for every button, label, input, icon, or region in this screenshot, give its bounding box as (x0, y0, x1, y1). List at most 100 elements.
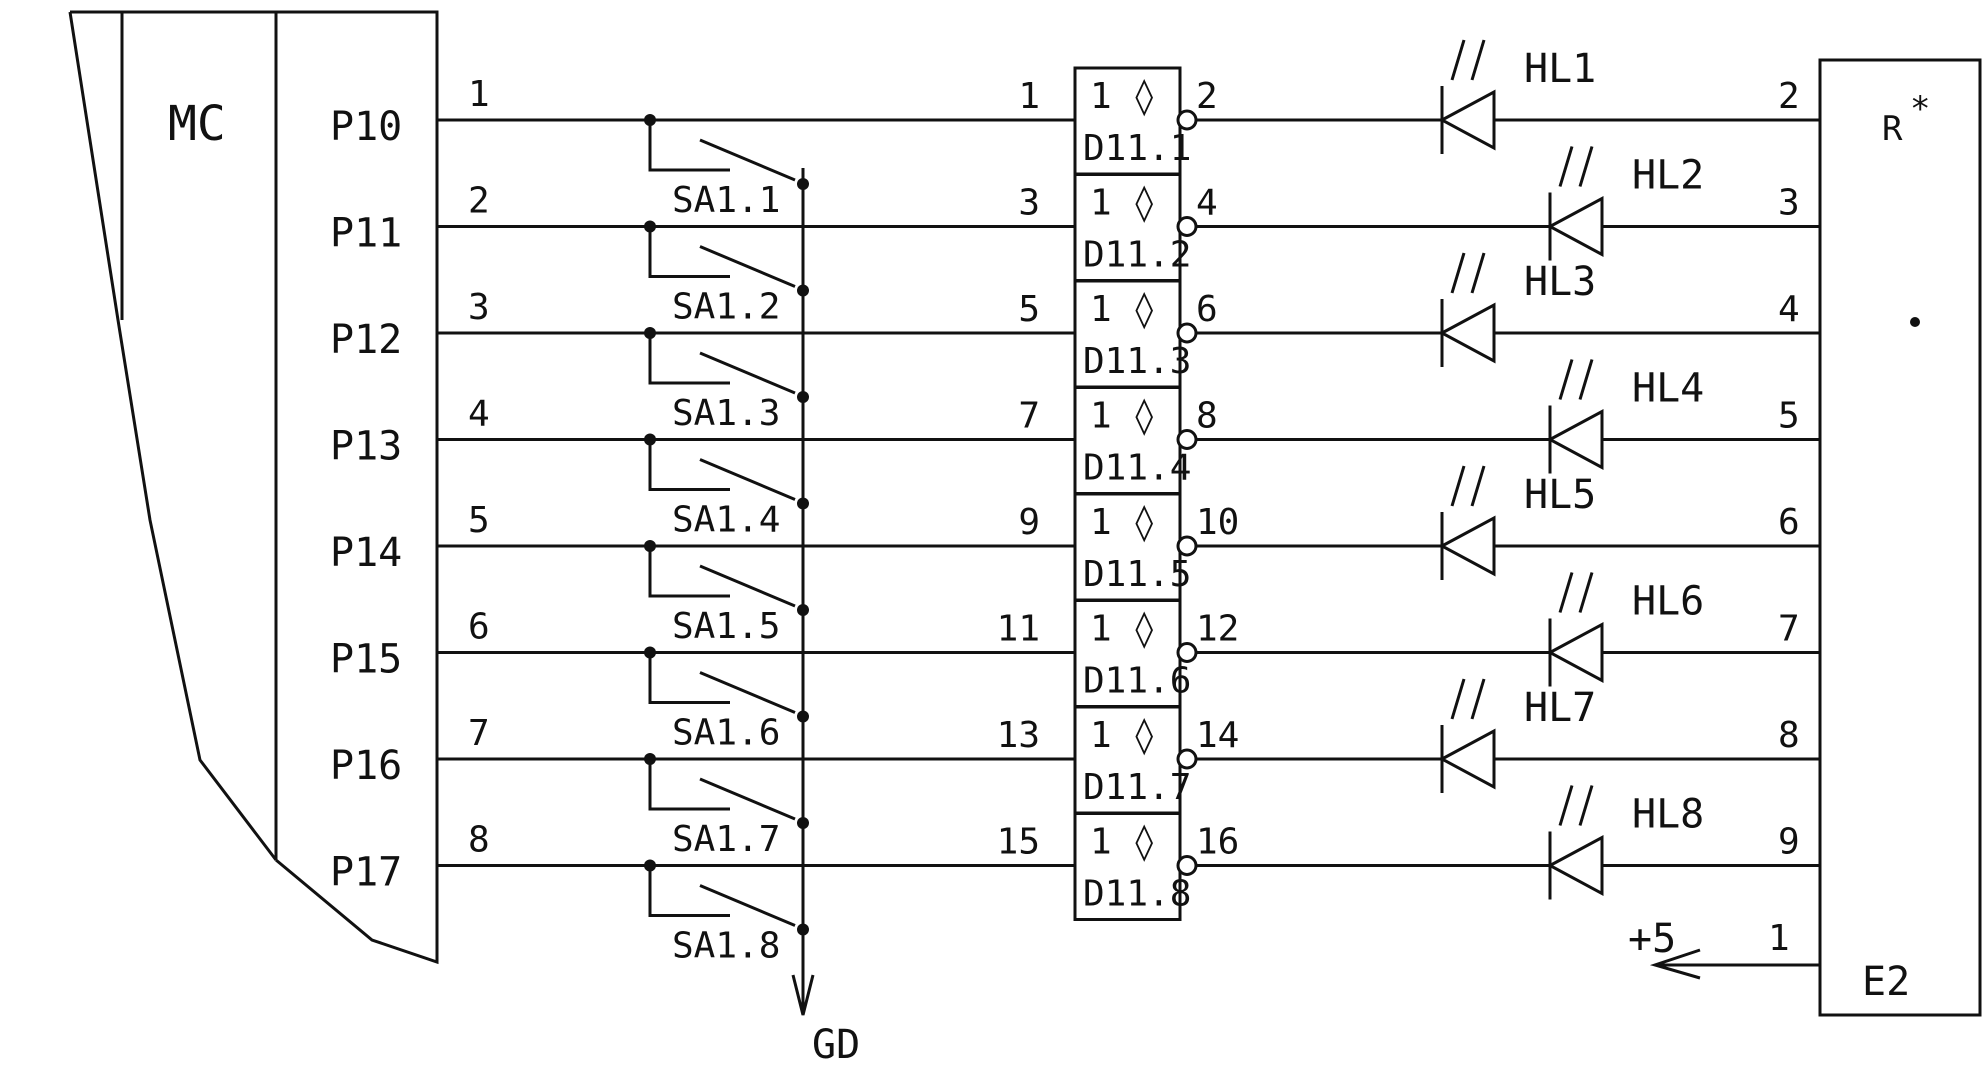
gate-inverter-bubble-1 (1176, 109, 1198, 131)
switch-lead-6 (648, 652, 730, 704)
switch-label-1: SA1.1 (672, 180, 780, 221)
gate-symbol-3: 1 ◊ (1090, 289, 1155, 330)
left-pin-7: 7 (468, 713, 490, 754)
gate-out-pin-6: 12 (1196, 609, 1239, 650)
led-label-3: HL3 (1524, 259, 1596, 305)
supply-arrow (1649, 948, 1701, 980)
connector-pin-4: 5 (1778, 396, 1800, 437)
left-pin-1: 1 (468, 74, 490, 115)
gate-label-1: D11.1 (1083, 128, 1191, 169)
switch-lead-2 (648, 226, 730, 278)
switch-contact-7 (699, 777, 796, 821)
connector-pin-8: 9 (1778, 822, 1800, 863)
gate-inverter-bubble-5 (1176, 535, 1198, 557)
led-triangle-8 (1546, 834, 1604, 897)
switch-label-3: SA1.3 (672, 393, 780, 434)
gate-symbol-1: 1 ◊ (1090, 76, 1155, 117)
supply-label: +5 (1628, 916, 1676, 962)
gate-symbol-4: 1 ◊ (1090, 396, 1155, 437)
gate-out-pin-8: 16 (1196, 822, 1239, 863)
led-triangle-7 (1438, 728, 1496, 790)
gate-label-3: D11.3 (1083, 341, 1191, 382)
gate-label-8: D11.8 (1083, 874, 1191, 915)
led-triangle-2 (1546, 195, 1604, 258)
led-ray-b-4 (1578, 359, 1594, 400)
mc-left-edge (68, 11, 278, 861)
switch-label-8: SA1.8 (672, 926, 780, 967)
gate-symbol-6: 1 ◊ (1090, 609, 1155, 650)
gate-symbol-7: 1 ◊ (1090, 715, 1155, 756)
led-ray-a-2 (1558, 146, 1574, 187)
switch-contact-4 (699, 458, 796, 501)
led-ray-b-6 (1578, 572, 1594, 613)
gate-in-pin-7: 13 (997, 715, 1040, 756)
left-pin-5: 5 (468, 500, 490, 541)
port-label-8: P17 (330, 850, 402, 896)
gate-label-2: D11.2 (1083, 235, 1191, 276)
resistor-label: R (1882, 109, 1903, 149)
mc-label: MC (168, 96, 226, 152)
led-ray-b-3 (1470, 252, 1486, 294)
gate-out-pin-4: 8 (1196, 396, 1218, 437)
led-label-7: HL7 (1524, 685, 1596, 731)
led-ray-a-8 (1558, 785, 1574, 826)
switch-contact-5 (699, 564, 796, 608)
switch-contact-2 (699, 245, 796, 288)
switch-label-5: SA1.5 (672, 606, 780, 647)
gate-out-pin-5: 10 (1196, 502, 1239, 543)
switch-lead-5 (648, 546, 730, 598)
gate-in-pin-1: 1 (1018, 76, 1040, 117)
led-label-4: HL4 (1632, 366, 1704, 412)
port-label-6: P15 (330, 637, 402, 683)
connector-pin-3: 4 (1778, 289, 1800, 330)
gate-inverter-bubble-2 (1176, 216, 1198, 237)
switch-contact-3 (699, 351, 796, 395)
gate-symbol-8: 1 ◊ (1090, 822, 1155, 863)
led-ray-a-7 (1450, 678, 1466, 720)
left-pin-8: 8 (468, 820, 490, 861)
switch-lead-3 (648, 333, 730, 385)
switch-label-6: SA1.6 (672, 713, 780, 754)
left-pin-4: 4 (468, 394, 490, 435)
port-label-7: P16 (330, 743, 402, 789)
gate-out-pin-3: 6 (1196, 289, 1218, 330)
gate-in-pin-8: 15 (997, 822, 1040, 863)
connector-pin-2: 3 (1778, 183, 1800, 224)
switch-contact-6 (699, 671, 796, 714)
led-triangle-1 (1438, 89, 1496, 151)
led-label-5: HL5 (1524, 472, 1596, 518)
gate-inverter-bubble-4 (1176, 429, 1198, 450)
gate-inverter-bubble-8 (1176, 855, 1198, 876)
switch-lead-1 (648, 120, 730, 172)
resistor-mark: * (1910, 89, 1930, 129)
led-label-8: HL8 (1632, 792, 1704, 838)
led-triangle-6 (1546, 621, 1604, 684)
left-pin-2: 2 (468, 181, 490, 222)
switch-label-7: SA1.7 (672, 819, 780, 860)
port-label-4: P13 (330, 424, 402, 470)
gate-in-pin-6: 11 (997, 609, 1040, 650)
connector-outline (1818, 58, 1982, 1017)
connector-pin-5: 6 (1778, 502, 1800, 543)
ground-bus (791, 168, 815, 1016)
gate-in-pin-2: 3 (1018, 183, 1040, 224)
gate-label-7: D11.7 (1083, 767, 1191, 808)
led-label-2: HL2 (1632, 153, 1704, 199)
led-label-1: HL1 (1524, 46, 1596, 92)
led-triangle-5 (1438, 515, 1496, 577)
left-pin-6: 6 (468, 607, 490, 648)
led-ray-a-5 (1450, 465, 1466, 507)
gate-inverter-bubble-7 (1176, 748, 1198, 770)
led-triangle-3 (1438, 302, 1496, 364)
port-label-2: P11 (330, 211, 402, 257)
resistor-dot (1910, 317, 1920, 327)
gate-symbol-5: 1 ◊ (1090, 502, 1155, 543)
switch-label-4: SA1.4 (672, 500, 780, 541)
microcontroller-block (68, 10, 439, 965)
connector-pin-7: 8 (1778, 715, 1800, 756)
gate-inverter-bubble-6 (1176, 642, 1198, 663)
switch-lead-7 (648, 759, 730, 811)
gate-inverter-bubble-3 (1176, 322, 1198, 344)
